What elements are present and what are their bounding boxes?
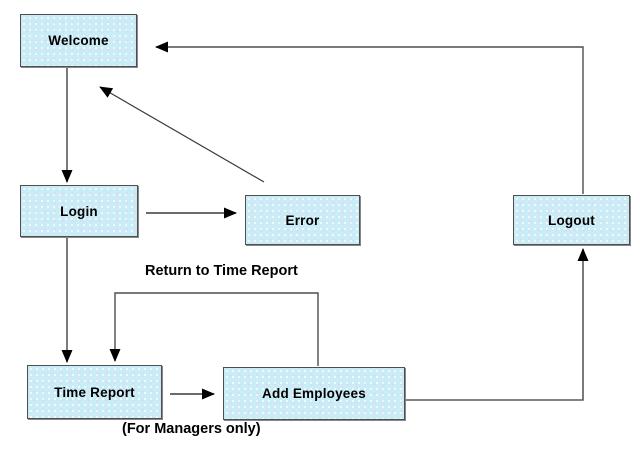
node-error: Error	[245, 195, 360, 245]
for-managers-only-label: (For Managers only)	[122, 421, 261, 437]
node-add-employees: Add Employees	[223, 367, 405, 420]
node-time-report: Time Report	[27, 365, 162, 419]
node-add-employees-label: Add Employees	[262, 386, 366, 401]
node-welcome: Welcome	[20, 14, 137, 67]
arrow-return-loop-add-employees-to-time-report	[109, 292, 319, 366]
node-logout: Logout	[513, 195, 630, 245]
node-welcome-label: Welcome	[48, 33, 109, 48]
node-login-label: Login	[60, 203, 98, 219]
return-to-time-report-label: Return to Time Report	[145, 263, 298, 279]
arrow-logout-to-welcome	[155, 41, 584, 194]
node-login: Login	[20, 185, 138, 237]
node-error-label: Error	[285, 212, 320, 228]
node-time-report-label: Time Report	[54, 384, 135, 400]
node-logout-label: Logout	[548, 212, 595, 228]
arrow-add-employees-to-logout	[406, 248, 589, 401]
arrow-error-to-welcome	[99, 86, 265, 183]
